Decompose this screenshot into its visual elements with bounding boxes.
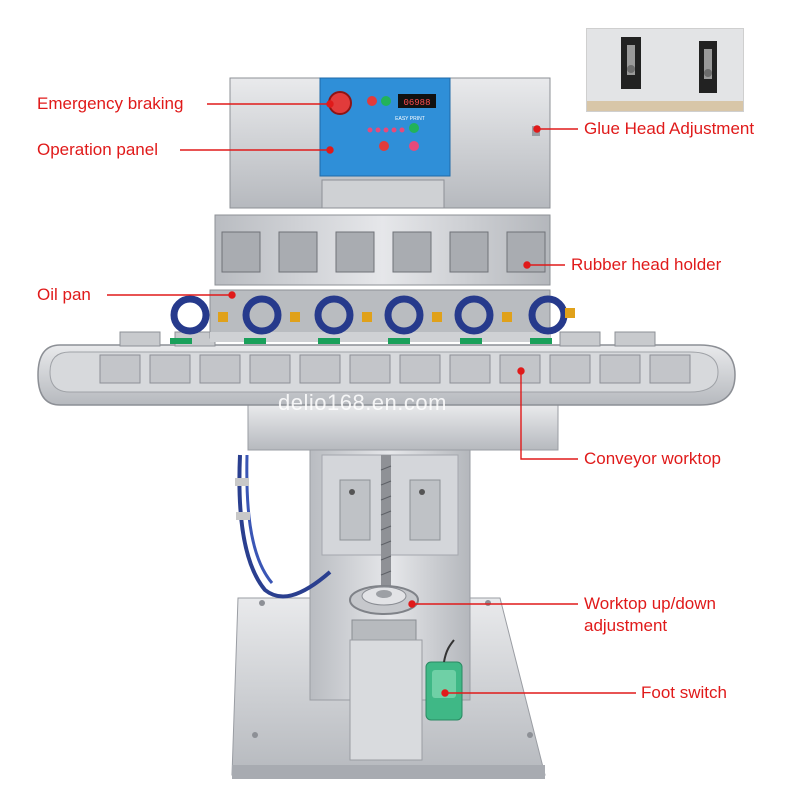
lower-housing — [349, 639, 423, 761]
green-tags — [170, 338, 552, 344]
watermark-text: delio168.en.com — [278, 390, 447, 415]
label-worktop-adjustment-line1: Worktop up/down — [584, 594, 716, 613]
label-foot-switch: Foot switch — [641, 683, 727, 702]
worktop-adjustment-handwheel — [349, 585, 419, 641]
valves — [218, 308, 575, 322]
label-rubber-head-holder: Rubber head holder — [571, 255, 722, 274]
label-operation-panel: Operation panel — [37, 140, 158, 159]
counter-value: 06988 — [403, 98, 430, 108]
air-hose — [235, 454, 332, 599]
panel-brand: EASY PRINT — [395, 116, 425, 122]
rubber-head-holders — [214, 214, 551, 286]
bracket-detail-illustration — [587, 29, 743, 111]
glue-head-detail-inset — [586, 28, 744, 112]
conveyor-worktop — [37, 331, 736, 406]
label-emergency-braking: Emergency braking — [37, 94, 184, 113]
label-glue-head-adjustment: Glue Head Adjustment — [584, 119, 755, 138]
ink-cup-rings — [170, 295, 568, 335]
lead-screw — [380, 455, 392, 605]
counter-display — [398, 94, 436, 108]
label-conveyor-worktop: Conveyor worktop — [584, 449, 722, 468]
operation-panel: 06988 EASY PRINT — [319, 77, 451, 177]
leader-lines — [107, 100, 636, 697]
label-oil-pan: Oil pan — [37, 285, 91, 304]
label-worktop-adjustment-line2: adjustment — [584, 616, 668, 635]
